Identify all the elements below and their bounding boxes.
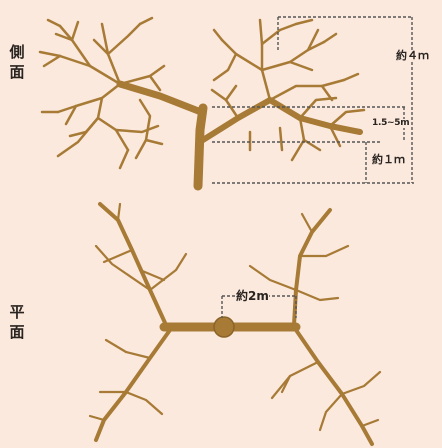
side-view-label: 側 面	[8, 42, 26, 82]
plan-view-label-char1: 平	[8, 302, 26, 322]
plan-view-label-char2: 面	[8, 322, 26, 342]
dim-trunk-height: 約１ｍ	[372, 154, 405, 165]
side-view-label-char1: 側	[8, 42, 26, 62]
dim-trunk-spread: 約2m	[236, 290, 269, 302]
dim-branch-height: 1.5~5m	[372, 119, 409, 128]
plan-upper-right-scaffold	[294, 210, 330, 325]
plan-side-branches	[90, 204, 380, 430]
side-view-label-char2: 面	[8, 62, 26, 82]
plan-view-label: 平 面	[8, 302, 26, 342]
dim-height-total: 約４ｍ	[396, 50, 429, 61]
side-left-scaffold	[120, 84, 201, 112]
plan-lower-left-scaffold	[96, 330, 170, 440]
side-view-tree	[40, 18, 364, 186]
side-right-branches	[212, 20, 364, 160]
plan-trunk-circle	[214, 317, 234, 337]
plan-view-tree	[90, 204, 380, 444]
plan-upper-left-scaffold	[100, 204, 166, 325]
side-trunk	[198, 108, 203, 186]
